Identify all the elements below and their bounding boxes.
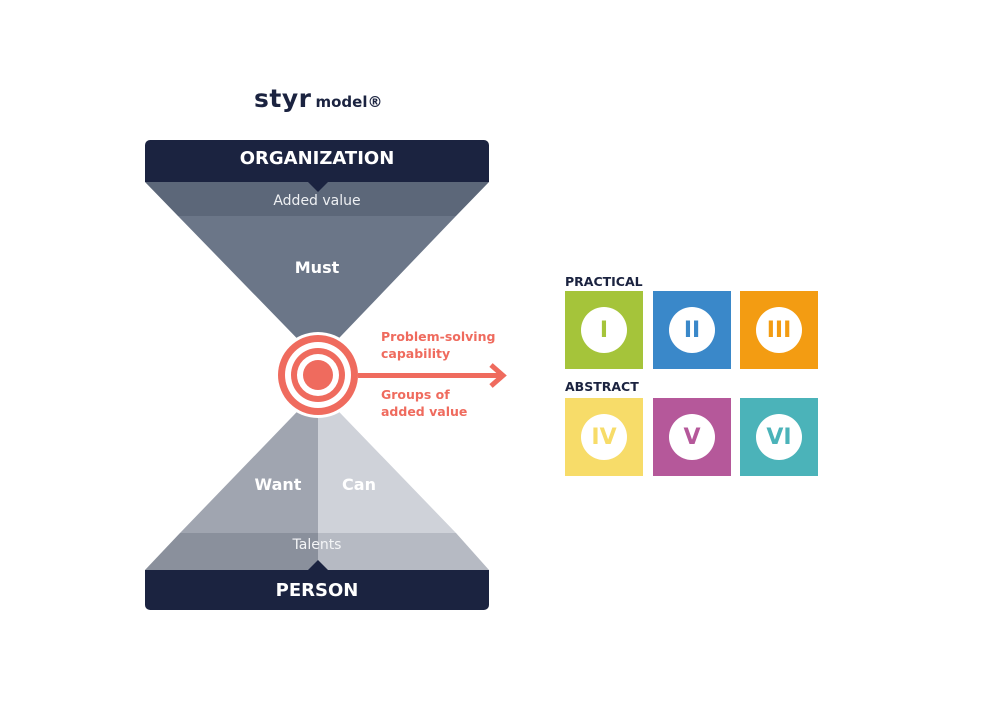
callout-lower-line-1: Groups of [381, 387, 450, 402]
person-header-top [145, 570, 489, 580]
arrow-shaft [358, 373, 500, 378]
practical-title: PRACTICAL [565, 274, 643, 289]
tile-iii: III [740, 291, 818, 369]
tile-ii: II [653, 291, 731, 369]
logo-model: model® [315, 93, 383, 111]
top-band-shape [145, 182, 489, 216]
talents-band-left [145, 533, 318, 570]
problem-solving-callout: Problem-solving capability [381, 328, 495, 362]
numeral-badge: III [756, 307, 802, 353]
callout-upper-line-1: Problem-solving [381, 329, 496, 344]
organization-pointer-icon [308, 182, 328, 192]
can-label: Can [342, 475, 376, 494]
numeral-badge: IV [581, 414, 627, 460]
abstract-title: ABSTRACT [565, 379, 639, 394]
must-section-shape [178, 216, 456, 360]
organization-header-bottom [145, 170, 489, 182]
numeral-badge: VI [756, 414, 802, 460]
tile-v: V [653, 398, 731, 476]
organization-label: ORGANIZATION [239, 148, 395, 169]
tile-i: I [565, 291, 643, 369]
person-pointer-icon [308, 560, 328, 570]
can-section-shape [318, 390, 456, 533]
tile-vi: VI [740, 398, 818, 476]
tile-iv: IV [565, 398, 643, 476]
logo-brand: styr [254, 84, 312, 113]
added-value-label: Added value [273, 193, 361, 209]
arrow-head-icon [489, 363, 507, 388]
want-label: Want [254, 475, 302, 494]
talents-label: Talents [292, 537, 342, 553]
person-label: PERSON [275, 580, 359, 601]
must-label: Must [294, 258, 340, 277]
numeral-badge: V [669, 414, 715, 460]
numeral-badge: II [669, 307, 715, 353]
target-bullseye-icon [303, 360, 333, 390]
callout-upper-line-2: capability [381, 346, 451, 361]
numeral-badge: I [581, 307, 627, 353]
groups-callout: Groups of added value [381, 386, 467, 420]
want-section-shape [180, 390, 318, 533]
talents-band-right [318, 533, 489, 570]
callout-lower-line-2: added value [381, 404, 468, 419]
